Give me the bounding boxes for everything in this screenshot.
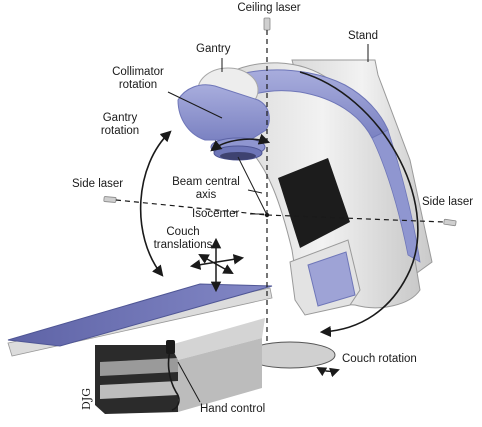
gantry-rotation-label: Gantry rotation bbox=[100, 112, 140, 137]
hand-control-label: Hand control bbox=[200, 403, 266, 415]
ceiling-laser-label: Ceiling laser bbox=[237, 2, 301, 14]
gantry-rotation-arrow-right bbox=[299, 71, 419, 338]
beam-central-axis-label: Beam central axis bbox=[172, 176, 240, 201]
side-laser-left bbox=[103, 196, 268, 216]
artist-signature: DJG bbox=[80, 388, 93, 410]
gantry-rotation-arrow bbox=[139, 130, 172, 277]
couch-translations-arrows bbox=[189, 237, 245, 293]
stand-label: Stand bbox=[348, 30, 379, 42]
side-laser-left-label: Side laser bbox=[72, 178, 124, 190]
ceiling-laser bbox=[263, 17, 271, 345]
collimator-rotation-arrow bbox=[210, 133, 271, 152]
gantry-label: Gantry bbox=[196, 43, 231, 55]
couch-translations-label: Couch translations bbox=[153, 226, 213, 251]
couch-rotation-label: Couch rotation bbox=[342, 353, 417, 365]
patient-couch bbox=[7, 283, 273, 414]
side-laser-right bbox=[266, 214, 457, 227]
leader-lines bbox=[167, 44, 369, 403]
side-laser-right-label: Side laser bbox=[422, 196, 474, 208]
collimator-rotation-label: Collimator rotation bbox=[112, 66, 164, 91]
beam-axis-line bbox=[237, 156, 268, 216]
isocenter-label: Isocenter bbox=[192, 208, 240, 220]
couch-rotation-arrow bbox=[316, 367, 340, 378]
gantry-arm bbox=[177, 62, 421, 316]
